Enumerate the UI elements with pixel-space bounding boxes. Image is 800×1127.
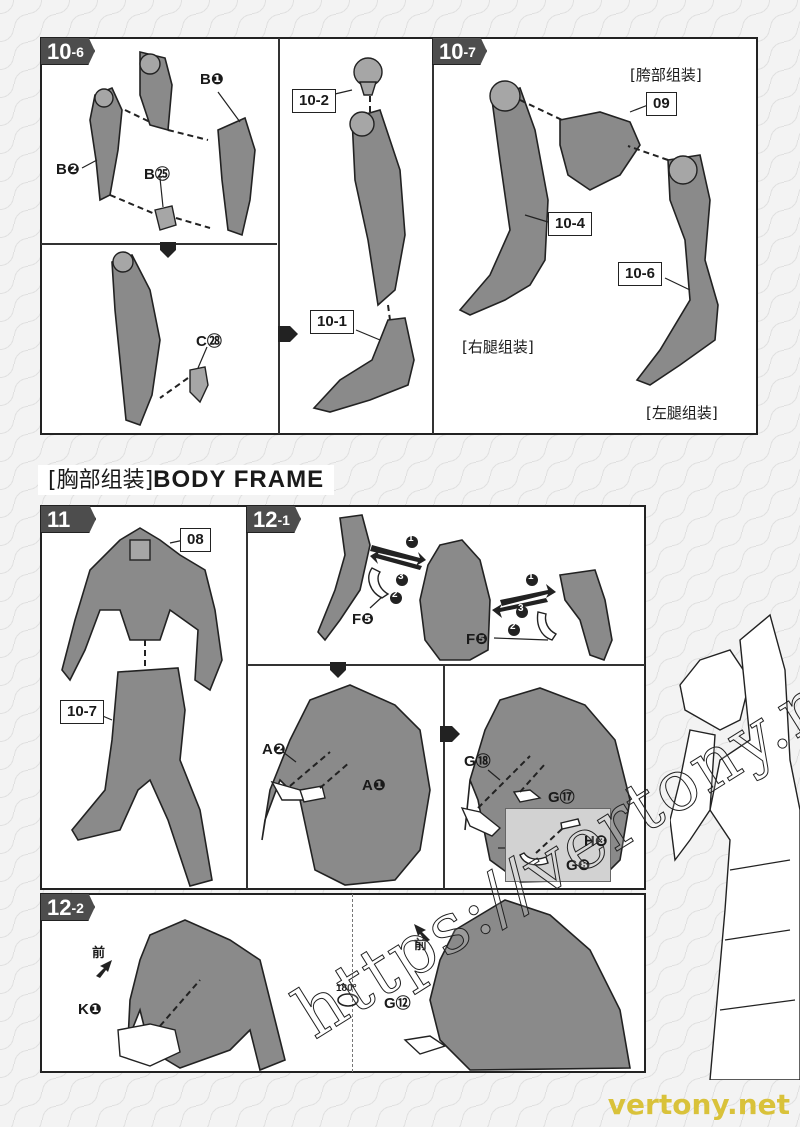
label-front-2: 前 xyxy=(414,938,428,953)
divider xyxy=(41,243,277,245)
label-c28: C㉘ xyxy=(196,333,222,350)
assembled-leg xyxy=(111,254,161,427)
label-10-2: 10-2 xyxy=(292,89,337,113)
lower-body-10-7 xyxy=(71,667,213,887)
divider xyxy=(432,38,434,434)
hip-assembly-label: [胯部组装] xyxy=(630,66,702,84)
step-number: 11 xyxy=(47,507,71,532)
part-c28 xyxy=(189,366,209,404)
right-arm xyxy=(559,569,613,662)
step-sub: -2 xyxy=(71,900,84,916)
label-10-4: 10-4 xyxy=(548,212,593,236)
right-arrow xyxy=(278,326,298,342)
label-180: 180° xyxy=(336,983,357,994)
knee-part-b25 xyxy=(154,205,177,231)
step-12-1-badge: 12-1 xyxy=(246,505,301,533)
robot-left xyxy=(261,684,431,886)
step-number: 12 xyxy=(253,507,278,532)
step-number: 12 xyxy=(47,895,72,920)
inset-parts xyxy=(519,818,581,866)
step-sub: -7 xyxy=(463,44,476,60)
divider xyxy=(246,506,248,889)
top-panel-illustrations xyxy=(81,50,719,427)
detail-inset xyxy=(505,808,611,882)
right-arrow xyxy=(440,726,460,742)
section-title-en: BODY FRAME xyxy=(153,466,325,493)
label-g17: G⑰ xyxy=(548,789,575,806)
label-b1: B❶ xyxy=(200,71,224,88)
robot-back xyxy=(429,899,631,1071)
label-b25: B㉕ xyxy=(144,166,170,183)
step-sub: -1 xyxy=(277,512,290,528)
torso xyxy=(419,539,491,661)
label-front-1: 前 xyxy=(92,946,106,961)
label-10-6: 10-6 xyxy=(618,262,663,286)
part-k1 xyxy=(117,1023,181,1067)
label-f5-right: F❺ xyxy=(466,631,488,648)
footer-watermark: vertony.net xyxy=(607,1088,790,1121)
step-number: 10 xyxy=(439,39,464,64)
divider xyxy=(352,894,355,1072)
label-g8: G❽ xyxy=(566,857,591,874)
step-number-circle: 3 xyxy=(518,603,524,614)
label-f5-left: F❺ xyxy=(352,611,374,628)
upper-leg-assembly xyxy=(351,109,406,307)
step-number-circle: 2 xyxy=(510,621,516,632)
hip-part-09 xyxy=(559,111,641,191)
step-10-6-badge: 10-6 xyxy=(40,37,95,65)
step-number: 10 xyxy=(47,39,72,64)
label-10-7: 10-7 xyxy=(60,700,105,724)
decorative-robot xyxy=(670,613,800,1080)
left-leg xyxy=(635,154,719,386)
right-leg-assembly-label: [右腿组装] xyxy=(462,338,534,356)
left-arm xyxy=(317,514,371,642)
divider xyxy=(443,665,445,889)
step-12-2-badge: 12-2 xyxy=(40,893,95,921)
divider xyxy=(247,664,645,666)
label-a1: A❶ xyxy=(362,777,386,794)
front-arrow xyxy=(414,924,430,942)
label-g12: G⑫ xyxy=(384,995,411,1012)
step-sub: -6 xyxy=(71,44,84,60)
section-title: [胸部组装]BODY FRAME xyxy=(38,465,335,495)
shin-part-b1 xyxy=(217,116,256,237)
label-10-1: 10-1 xyxy=(310,310,355,334)
step-number-circle: 1 xyxy=(408,533,414,544)
section-title-cn: [胸部组装] xyxy=(48,468,154,493)
right-leg xyxy=(458,86,549,316)
part-f5-right xyxy=(536,611,558,641)
step-10-7-badge: 10-7 xyxy=(432,37,487,65)
label-h8: H❽ xyxy=(584,833,608,850)
label-08: 08 xyxy=(180,528,211,552)
part-g18 xyxy=(460,807,502,837)
lower-leg-10-1 xyxy=(312,317,415,413)
label-k1: K❶ xyxy=(78,1001,102,1018)
step-number-circle: 1 xyxy=(528,571,534,582)
label-b2: B❷ xyxy=(56,161,80,178)
rotate-180-icon xyxy=(337,993,359,1007)
label-a2: A❷ xyxy=(262,741,286,758)
step-number-circle: 2 xyxy=(392,589,398,600)
step-11-badge: 11 xyxy=(40,505,96,533)
part-f5-left xyxy=(368,567,390,599)
down-arrow xyxy=(160,242,176,258)
down-arrow xyxy=(330,662,346,678)
left-leg-assembly-label: [左腿组装] xyxy=(646,404,718,422)
front-arrow xyxy=(96,960,112,978)
upper-body-08 xyxy=(61,527,223,692)
part-a1 xyxy=(299,785,326,803)
step-number-circle: 3 xyxy=(398,571,404,582)
divider xyxy=(278,38,280,434)
label-g18: G⑱ xyxy=(464,753,491,770)
label-09: 09 xyxy=(646,92,677,116)
part-g17 xyxy=(512,789,542,803)
